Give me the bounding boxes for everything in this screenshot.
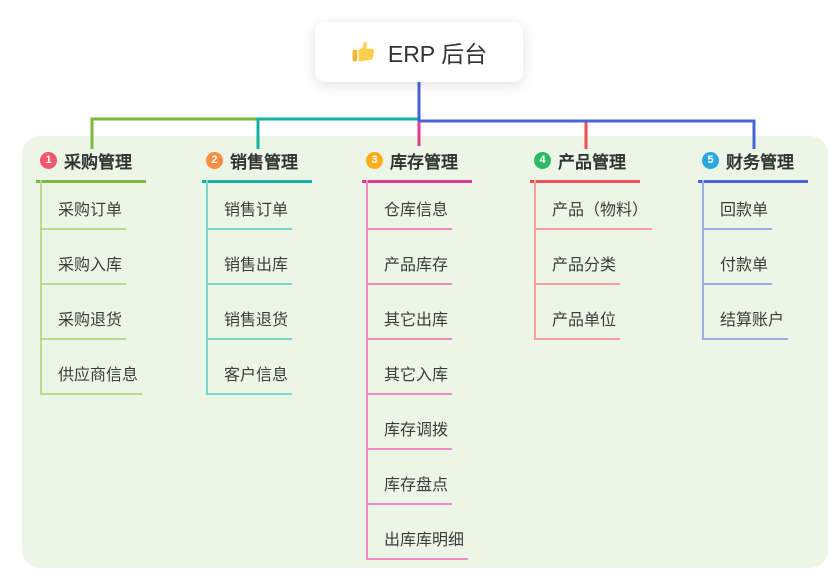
child-node[interactable]: 回款单 [702, 201, 773, 230]
child-node[interactable]: 销售退货 [206, 311, 293, 340]
branch-label: 产品管理 [558, 153, 626, 172]
child-node[interactable]: 供应商信息 [40, 366, 143, 395]
branch-child-line [534, 180, 536, 340]
branch-child-line [206, 180, 208, 395]
branch-number-badge: 2 [206, 152, 223, 169]
branch-header-sales[interactable]: 2 销售管理 [202, 148, 312, 183]
root-label: ERP 后台 [387, 41, 488, 67]
branch-label: 财务管理 [726, 153, 794, 172]
branch-label: 库存管理 [390, 153, 458, 172]
root-node[interactable]: ERP 后台 [315, 22, 523, 82]
branches-panel [22, 136, 828, 568]
thumbs-up-icon [351, 39, 377, 65]
branch-header-inventory[interactable]: 3 库存管理 [362, 148, 472, 183]
child-node[interactable]: 客户信息 [206, 366, 293, 395]
branch-number-badge: 1 [40, 152, 57, 169]
child-node[interactable]: 出库库明细 [366, 531, 469, 560]
child-node[interactable]: 产品库存 [366, 256, 453, 285]
child-node[interactable]: 付款单 [702, 256, 773, 285]
child-node[interactable]: 结算账户 [702, 311, 789, 340]
child-node[interactable]: 产品（物料） [534, 201, 653, 230]
child-node[interactable]: 采购退货 [40, 311, 127, 340]
child-node[interactable]: 其它出库 [366, 311, 453, 340]
branch-number-badge: 4 [534, 152, 551, 169]
child-node[interactable]: 库存盘点 [366, 476, 453, 505]
child-node[interactable]: 产品分类 [534, 256, 621, 285]
branch-header-finance[interactable]: 5 财务管理 [698, 148, 808, 183]
branch-label: 采购管理 [64, 153, 132, 172]
branch-number-badge: 3 [366, 152, 383, 169]
child-node[interactable]: 采购入库 [40, 256, 127, 285]
branch-number-badge: 5 [702, 152, 719, 169]
branch-child-line [40, 180, 42, 395]
child-node[interactable]: 销售订单 [206, 201, 293, 230]
branch-label: 销售管理 [230, 153, 298, 172]
child-node[interactable]: 销售出库 [206, 256, 293, 285]
branch-header-product[interactable]: 4 产品管理 [530, 148, 640, 183]
child-node[interactable]: 其它入库 [366, 366, 453, 395]
child-node[interactable]: 产品单位 [534, 311, 621, 340]
child-node[interactable]: 仓库信息 [366, 201, 453, 230]
branch-child-line [366, 180, 368, 560]
branch-child-line [702, 180, 704, 340]
child-node[interactable]: 采购订单 [40, 201, 127, 230]
branch-header-purchase[interactable]: 1 采购管理 [36, 148, 146, 183]
child-node[interactable]: 库存调拨 [366, 421, 453, 450]
